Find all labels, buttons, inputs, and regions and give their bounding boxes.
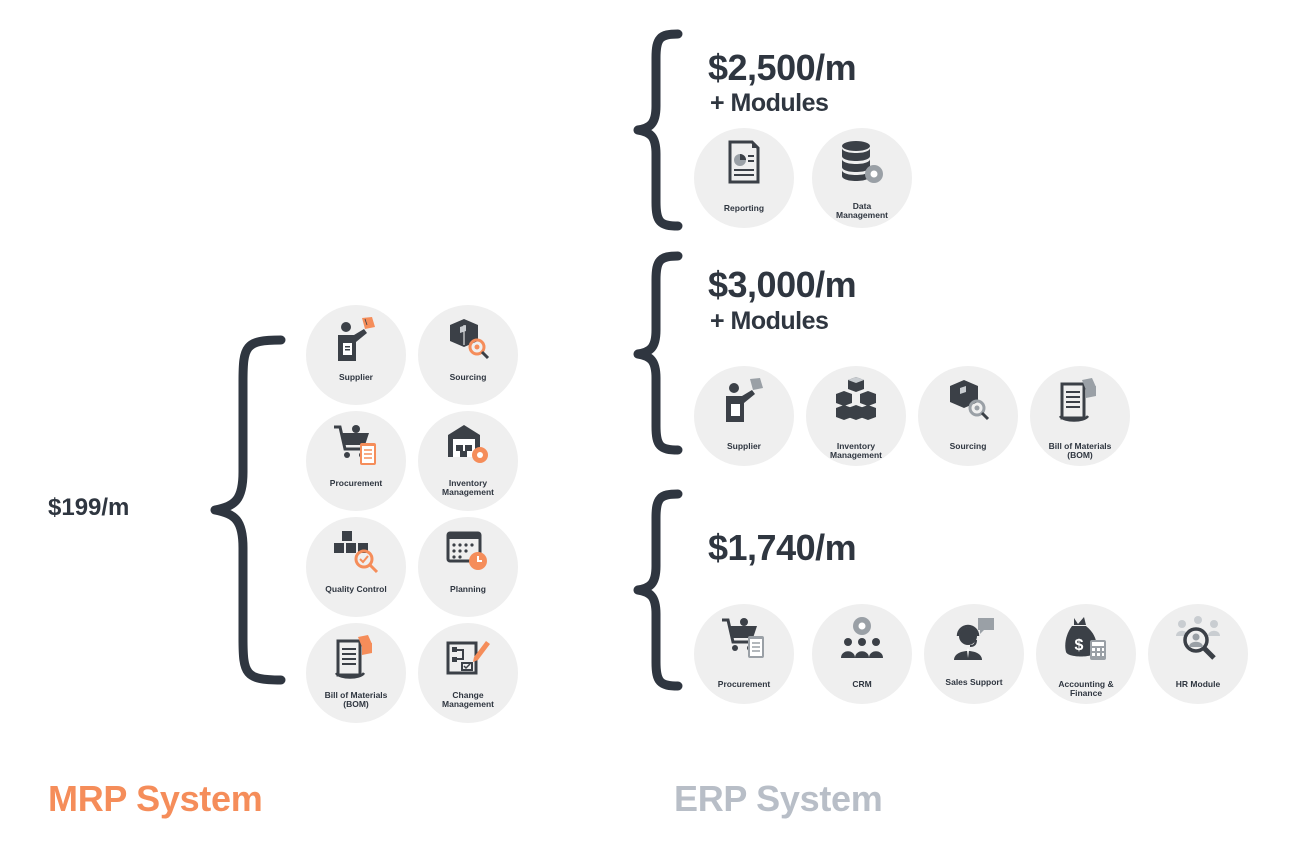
erp-tier-2-modules-suffix: + Modules (710, 307, 829, 335)
module-label: Reporting (723, 203, 765, 213)
module-label: Sales Support (945, 677, 1003, 687)
procurement-icon (722, 618, 764, 658)
data-management-icon (842, 141, 883, 183)
erp-module-data-management: Data Management (812, 128, 912, 228)
mrp-system-title: MRP System (48, 778, 263, 819)
module-label: HR Module (1175, 679, 1221, 689)
sourcing-icon (950, 380, 990, 421)
erp-tier-3-price: $1,740/m (708, 527, 857, 568)
mrp-module-planning: Planning (418, 517, 518, 617)
svg-text:$: $ (1075, 637, 1084, 654)
mrp-module-supplier: Supplier (306, 305, 406, 405)
erp-system-title: ERP System (674, 778, 883, 819)
erp-module-reporting: Reporting (694, 128, 794, 228)
erp-module-sourcing: Sourcing (918, 366, 1018, 466)
module-label: CRM (852, 679, 872, 689)
bill-of-materials-icon (334, 635, 372, 679)
module-label: Bill of Materials (BOM) (324, 690, 388, 709)
inventory-boxes-icon (836, 377, 876, 420)
module-label: Procurement (717, 679, 771, 689)
erp-tier-1-modules-suffix: + Modules (710, 89, 829, 117)
change-management-icon (446, 641, 490, 675)
module-label: Quality Control (325, 584, 387, 594)
module-label: Bill of Materials (BOM) (1048, 441, 1112, 460)
hr-module-icon (1176, 616, 1220, 660)
sales-support-icon (954, 618, 994, 660)
mrp-module-procurement: Procurement (306, 411, 406, 511)
module-label: Supplier (338, 372, 373, 382)
mrp-module-inventory: Inventory Management (418, 411, 518, 511)
module-label: Supplier (726, 441, 761, 451)
crm-icon (841, 617, 883, 658)
mrp-module-change-management: Change Management (418, 623, 518, 723)
erp-tier-3-brace (633, 489, 683, 691)
module-label: Inventory Management (442, 478, 494, 497)
mrp-module-bom: Bill of Materials (BOM) (306, 623, 406, 723)
mrp-module-quality-control: Quality Control (306, 517, 406, 617)
erp-module-sales-support: Sales Support (924, 604, 1024, 704)
supplier-icon (338, 317, 375, 361)
erp-tier-1-brace (633, 29, 683, 231)
module-label: Accounting & Finance (1058, 679, 1114, 698)
module-label: Sourcing (449, 372, 487, 382)
planning-icon (446, 531, 487, 570)
erp-module-hr: HR Module (1148, 604, 1248, 704)
erp-tier-2-brace (633, 251, 683, 455)
module-label: Planning (450, 584, 486, 594)
erp-module-bom: Bill of Materials (BOM) (1030, 366, 1130, 466)
module-label: Inventory Management (830, 441, 882, 460)
erp-module-crm: CRM (812, 604, 912, 704)
accounting-finance-icon: $ (1065, 617, 1106, 660)
mrp-brace (210, 335, 286, 685)
module-label: Data Management (836, 201, 888, 220)
procurement-icon (334, 425, 376, 465)
quality-control-icon (334, 531, 379, 574)
module-label: Change Management (442, 690, 494, 709)
mrp-price: $199/m (48, 494, 130, 521)
module-label: Procurement (329, 478, 383, 488)
sourcing-icon (450, 319, 490, 360)
bill-of-materials-icon (1058, 378, 1096, 422)
erp-module-supplier: Supplier (694, 366, 794, 466)
erp-tier-2-price: $3,000/m (708, 264, 857, 305)
erp-tier-1-price: $2,500/m (708, 47, 857, 88)
module-label: Sourcing (949, 441, 987, 451)
supplier-icon (726, 378, 763, 422)
inventory-management-icon (448, 425, 488, 463)
erp-module-accounting-finance: $ Accounting & Finance (1036, 604, 1136, 704)
mrp-module-sourcing: Sourcing (418, 305, 518, 405)
erp-module-inventory: Inventory Management (806, 366, 906, 466)
erp-module-procurement: Procurement (694, 604, 794, 704)
reporting-icon (728, 140, 760, 184)
